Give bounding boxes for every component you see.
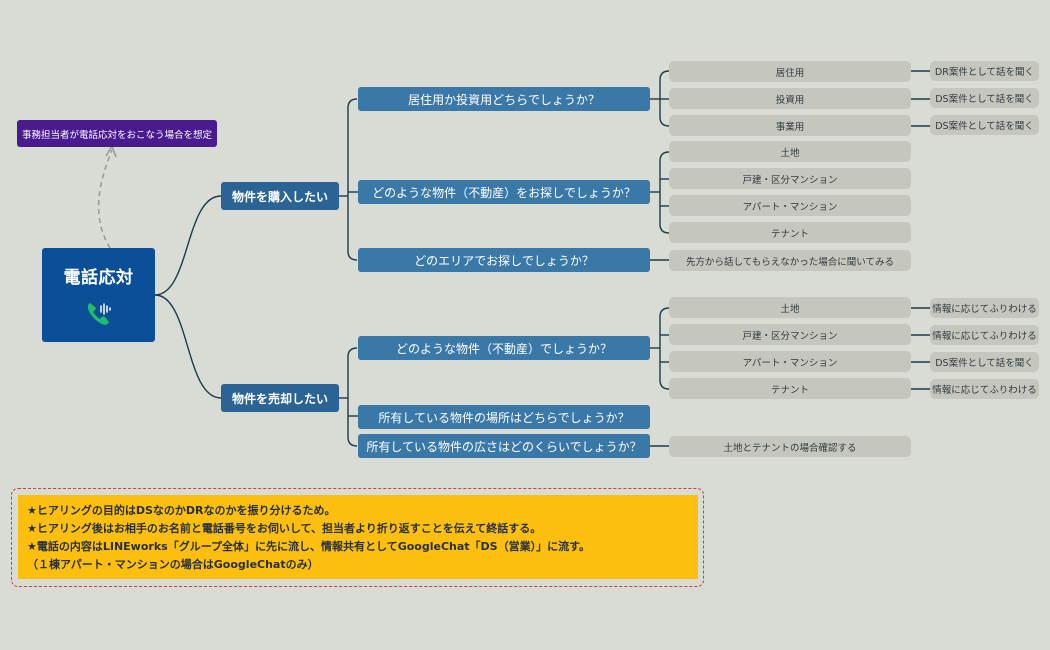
sell-type-house-condo[interactable]: 戸建・区分マンション	[669, 324, 911, 345]
memo-box[interactable]: ★ヒアリングの目的はDSなのかDRなのかを振り分けるため。 ★ヒアリング後はお相…	[11, 488, 704, 587]
branch-sell[interactable]: 物件を売却したい	[221, 384, 339, 412]
sell-size-note[interactable]: 土地とテナントの場合確認する	[669, 436, 911, 457]
buy-purpose-investment-note[interactable]: DS案件として話を聞く	[930, 88, 1039, 108]
note-tag[interactable]: 事務担当者が電話応対をおこなう場合を想定	[17, 120, 217, 147]
buy-purpose-residential-note[interactable]: DR案件として話を聞く	[930, 61, 1039, 81]
buy-question-purpose[interactable]: 居住用か投資用どちらでしょうか？	[358, 87, 650, 111]
memo-highlight	[18, 495, 698, 579]
sell-type-land[interactable]: 土地	[669, 297, 911, 318]
buy-purpose-investment[interactable]: 投資用	[669, 88, 911, 109]
sell-type-land-note[interactable]: 情報に応じてふりわける	[930, 298, 1039, 318]
buy-type-tenant[interactable]: テナント	[669, 222, 911, 243]
memo-line: ★ヒアリング後はお相手のお名前と電話番号をお伺いして、担当者より折り返すことを伝…	[27, 522, 542, 535]
sell-type-apartment-note[interactable]: DS案件として話を聞く	[930, 352, 1039, 372]
buy-type-apartment[interactable]: アパート・マンション	[669, 195, 911, 216]
buy-purpose-business-note[interactable]: DS案件として話を聞く	[930, 115, 1039, 135]
sell-type-house-condo-note[interactable]: 情報に応じてふりわける	[930, 325, 1039, 345]
memo-line: ★電話の内容はLINEworks「グループ全体」に先に流し、情報共有としてGoo…	[27, 540, 590, 553]
buy-type-house-condo[interactable]: 戸建・区分マンション	[669, 168, 911, 189]
branch-buy[interactable]: 物件を購入したい	[221, 182, 339, 210]
buy-area-note[interactable]: 先方から話してもらえなかった場合に聞いてみる	[669, 250, 911, 271]
phone-icon	[87, 302, 111, 325]
sell-question-location[interactable]: 所有している物件の場所はどちらでしょうか？	[358, 405, 650, 429]
sell-question-property-type[interactable]: どのような物件（不動産）でしょうか？	[358, 336, 650, 360]
memo-line: ★ヒアリングの目的はDSなのかDRなのかを振り分けるため。	[27, 504, 336, 517]
root-title: 電話応対	[63, 267, 134, 288]
root-node[interactable]: 電話応対	[42, 248, 155, 342]
buy-purpose-business[interactable]: 事業用	[669, 115, 911, 136]
sell-type-tenant-note[interactable]: 情報に応じてふりわける	[930, 379, 1039, 399]
buy-type-land[interactable]: 土地	[669, 141, 911, 162]
buy-question-property-type[interactable]: どのような物件（不動産）をお探しでしょうか？	[358, 180, 650, 204]
memo-line: （１棟アパート・マンションの場合はGoogleChatのみ）	[27, 558, 319, 571]
buy-question-area[interactable]: どのエリアでお探しでしょうか？	[358, 248, 650, 272]
buy-purpose-residential[interactable]: 居住用	[669, 61, 911, 82]
sell-type-apartment[interactable]: アパート・マンション	[669, 351, 911, 372]
sell-question-size[interactable]: 所有している物件の広さはどのくらいでしょうか？	[358, 434, 650, 458]
sell-type-tenant[interactable]: テナント	[669, 378, 911, 399]
